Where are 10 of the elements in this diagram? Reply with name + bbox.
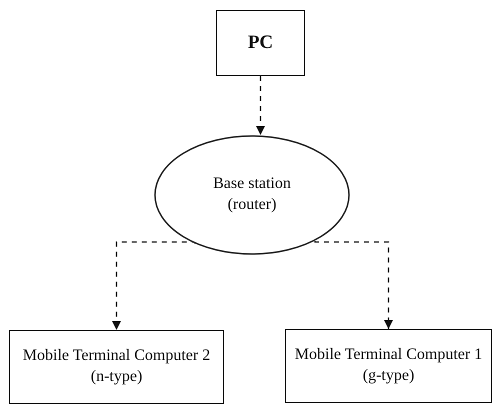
ellipse-node (154, 135, 350, 255)
node-label: PC (246, 30, 274, 55)
arrow (256, 76, 266, 135)
node-label: Mobile Terminal Computer 1 (g-type) (294, 345, 484, 386)
process-box (9, 330, 224, 404)
node-label: Mobile Terminal Computer 2 (n-type) (22, 346, 212, 387)
arrow (314, 240, 394, 329)
process-box (285, 329, 492, 403)
process-box (216, 10, 305, 76)
node-label: Base station (router) (212, 174, 292, 215)
